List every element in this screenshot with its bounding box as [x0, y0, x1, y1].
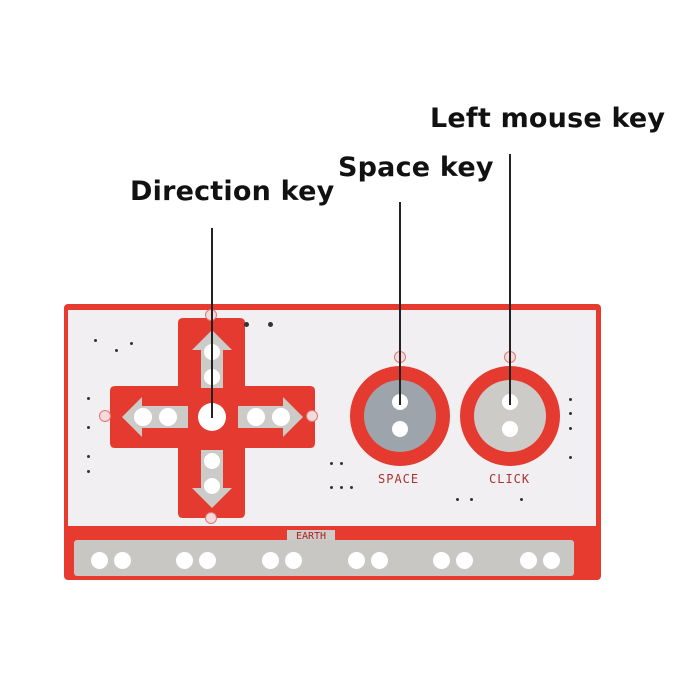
space-silkscreen: SPACE — [378, 472, 420, 486]
earth-hole — [285, 552, 302, 569]
trace-dot — [87, 397, 90, 400]
d-pad[interactable] — [110, 318, 322, 520]
earth-hole — [371, 552, 388, 569]
trace-dot — [340, 486, 343, 489]
click-hole-bottom — [502, 421, 518, 437]
earth-hole — [543, 552, 560, 569]
earth-hole — [199, 552, 216, 569]
earth-hole — [91, 552, 108, 569]
via-icon — [99, 410, 111, 422]
earth-hole — [176, 552, 193, 569]
trace-dot — [330, 486, 333, 489]
trace-dot — [569, 456, 572, 459]
trace-dot — [130, 342, 133, 345]
trace-dot — [569, 398, 572, 401]
trace-dot — [268, 322, 273, 327]
trace-dot — [456, 498, 459, 501]
trace-dot — [330, 462, 333, 465]
trace-dot — [244, 322, 249, 327]
direction-key-label: Direction key — [130, 176, 335, 207]
trace-dot — [470, 498, 473, 501]
trace-dot — [87, 426, 90, 429]
space-key-leader — [399, 202, 401, 405]
trace-dot — [569, 427, 572, 430]
trace-dot — [94, 339, 97, 342]
earth-hole — [348, 552, 365, 569]
space-hole-bottom — [392, 421, 408, 437]
earth-hole — [520, 552, 537, 569]
trace-dot — [115, 349, 118, 352]
earth-strip[interactable] — [74, 540, 574, 576]
earth-hole — [114, 552, 131, 569]
earth-hole — [456, 552, 473, 569]
trace-dot — [340, 462, 343, 465]
via-icon — [306, 410, 318, 422]
via-icon — [205, 512, 217, 524]
direction-key-leader — [211, 228, 213, 418]
left-mouse-key-label: Left mouse key — [430, 103, 666, 134]
left-mouse-key-leader — [509, 154, 511, 405]
space-key-label: Space key — [338, 152, 494, 183]
click-silkscreen: CLICK — [489, 472, 531, 486]
trace-dot — [87, 470, 90, 473]
trace-dot — [520, 498, 523, 501]
trace-dot — [350, 486, 353, 489]
trace-dot — [569, 412, 572, 415]
earth-hole — [262, 552, 279, 569]
earth-hole — [433, 552, 450, 569]
trace-dot — [87, 455, 90, 458]
